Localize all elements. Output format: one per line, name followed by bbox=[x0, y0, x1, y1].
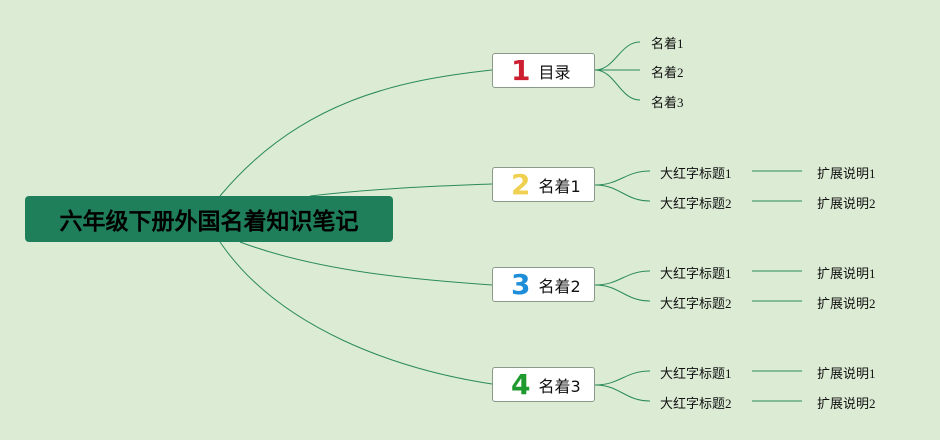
branch-label-4: 名着3 bbox=[538, 376, 581, 396]
connector-b1-leaf-1 bbox=[594, 41, 641, 71]
connector-b3-sub-2 bbox=[594, 284, 651, 302]
subtopic-b2-1[interactable]: 大红字标题1 bbox=[660, 166, 732, 181]
connector-b4-sub-2 bbox=[594, 384, 651, 402]
note-b2-1[interactable]: 扩展说明1 bbox=[817, 166, 876, 181]
subtopic-b3-2[interactable]: 大红字标题2 bbox=[660, 296, 732, 311]
branch-number-4: 4 bbox=[511, 367, 531, 401]
branch-node-4[interactable]: 4 名着3 bbox=[492, 367, 595, 402]
branch-label-2: 名着1 bbox=[538, 176, 581, 196]
note-b4-2[interactable]: 扩展说明2 bbox=[817, 396, 876, 411]
subtopic-b4-1[interactable]: 大红字标题1 bbox=[660, 366, 732, 381]
connector-b4-sub-1 bbox=[594, 370, 651, 386]
subtopic-b3-1[interactable]: 大红字标题1 bbox=[660, 266, 732, 281]
branch-number-2: 2 bbox=[511, 167, 531, 201]
note-b3-2[interactable]: 扩展说明2 bbox=[817, 296, 876, 311]
branch-node-3[interactable]: 3 名着2 bbox=[492, 267, 595, 302]
connector-b2-sub-2 bbox=[594, 184, 651, 202]
branch-node-1[interactable]: 1 目录 bbox=[492, 53, 595, 88]
note-b4-1[interactable]: 扩展说明1 bbox=[817, 366, 876, 381]
branch-label-1: 目录 bbox=[538, 62, 571, 82]
leaf-b1-1[interactable]: 名着1 bbox=[651, 36, 684, 51]
branch-number-3: 3 bbox=[511, 267, 531, 301]
connector-b1-leaf-3 bbox=[594, 69, 641, 101]
branch-number-1: 1 bbox=[511, 53, 531, 87]
leaf-b1-2[interactable]: 名着2 bbox=[651, 65, 684, 80]
root-title: 六年级下册外国名着知识笔记 bbox=[59, 209, 359, 235]
leaf-b1-3[interactable]: 名着3 bbox=[651, 95, 684, 110]
connector-root-branch-4 bbox=[219, 241, 493, 385]
note-b2-2[interactable]: 扩展说明2 bbox=[817, 196, 876, 211]
note-b3-1[interactable]: 扩展说明1 bbox=[817, 266, 876, 281]
connector-root-branch-2 bbox=[309, 183, 493, 197]
subtopic-b4-2[interactable]: 大红字标题2 bbox=[660, 396, 732, 411]
subtopic-b2-2[interactable]: 大红字标题2 bbox=[660, 196, 732, 211]
connector-root-branch-3 bbox=[239, 241, 493, 286]
branch-node-2[interactable]: 2 名着1 bbox=[492, 167, 595, 202]
connector-root-branch-1 bbox=[219, 69, 493, 197]
root-node[interactable]: 六年级下册外国名着知识笔记 bbox=[25, 196, 393, 242]
connector-b2-sub-1 bbox=[594, 170, 651, 186]
branch-label-3: 名着2 bbox=[538, 276, 581, 296]
connector-b3-sub-1 bbox=[594, 270, 651, 286]
